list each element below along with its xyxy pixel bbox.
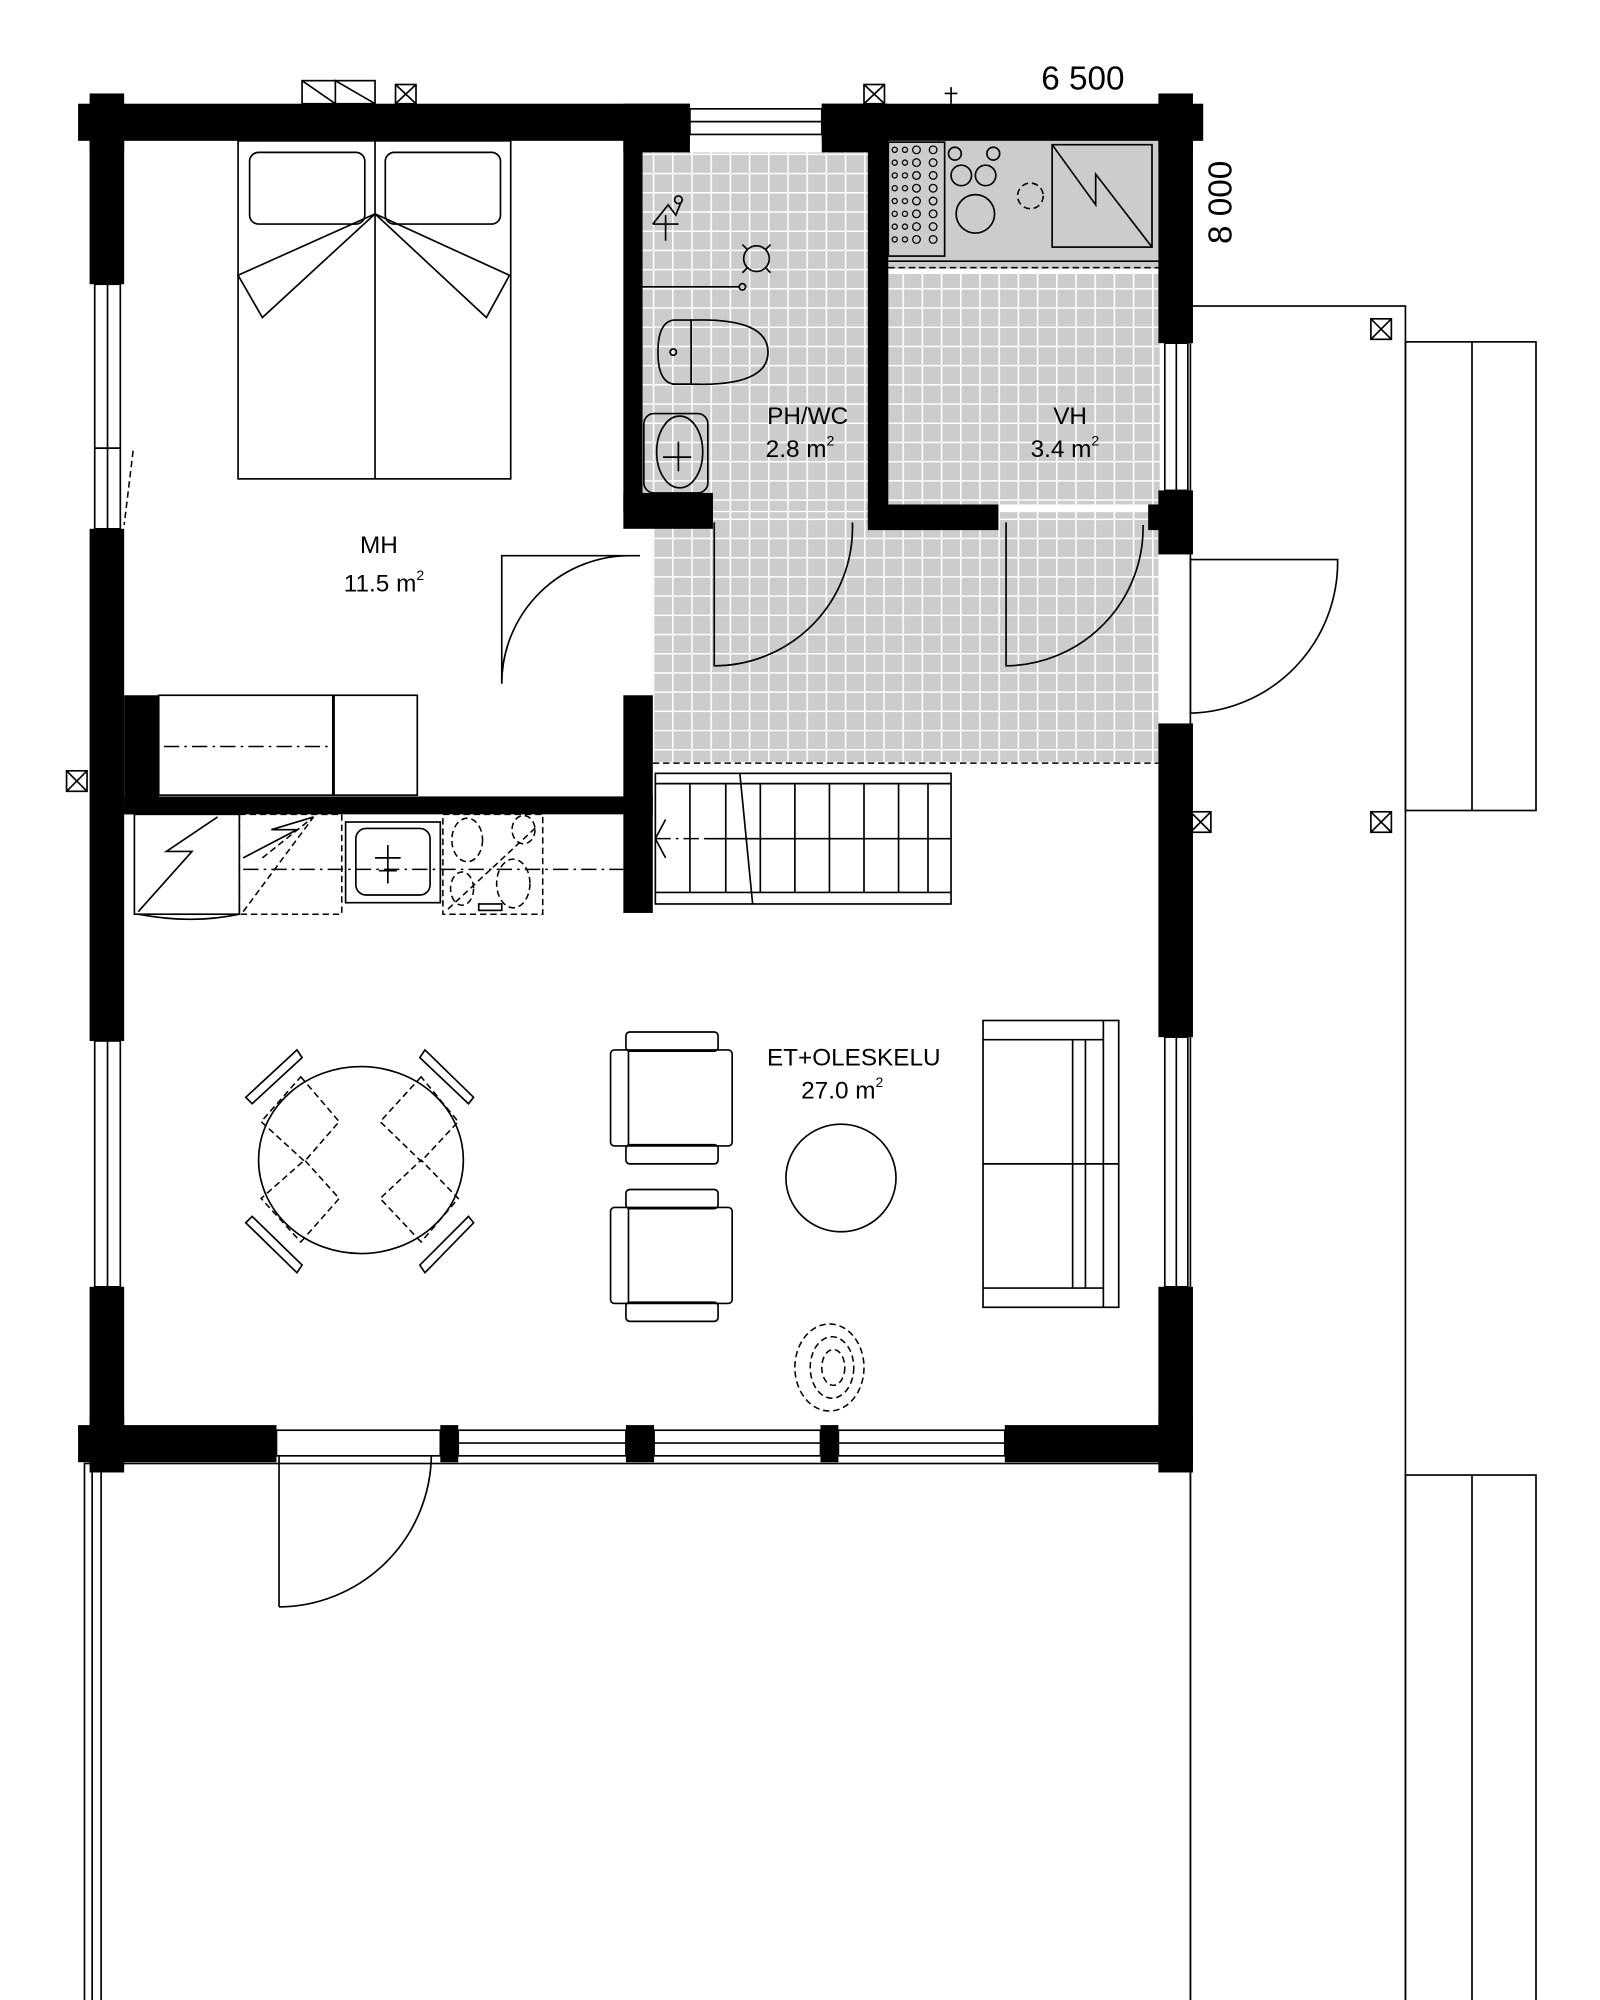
column-marker-icon bbox=[1189, 810, 1212, 834]
stove-icon bbox=[442, 813, 544, 915]
svg-text:11.5 m2: 11.5 m2 bbox=[344, 567, 425, 598]
doors bbox=[275, 522, 1339, 1608]
svg-text:27.0 m2: 27.0 m2 bbox=[801, 1074, 883, 1105]
walls bbox=[78, 93, 1204, 1473]
svg-text:MH: MH bbox=[360, 532, 398, 559]
depth-dimension: 8 000 bbox=[1202, 161, 1239, 244]
kitchen-counter bbox=[133, 813, 624, 921]
column-markers bbox=[65, 79, 1393, 834]
shower-icon bbox=[642, 195, 772, 291]
dining-table-icon bbox=[244, 1048, 475, 1275]
svg-text:ET+OLESKELU: ET+OLESKELU bbox=[767, 1044, 941, 1071]
coffee-table-icon bbox=[785, 1123, 897, 1233]
armchair-icon bbox=[609, 1188, 733, 1323]
sofa-icon bbox=[982, 1019, 1120, 1309]
svg-text:VH: VH bbox=[1053, 403, 1087, 430]
toilet-icon bbox=[657, 319, 769, 386]
column-marker-icon bbox=[65, 769, 88, 793]
svg-text:PH/WC: PH/WC bbox=[767, 403, 848, 430]
vent-icon bbox=[944, 87, 958, 104]
room-label-vh: VH 3.4 m2 bbox=[1031, 403, 1100, 463]
column-marker-icon bbox=[1370, 317, 1393, 341]
column-marker-icon bbox=[863, 83, 886, 105]
front-terrace bbox=[83, 1462, 1192, 2000]
svg-text:3.4 m2: 3.4 m2 bbox=[1031, 433, 1100, 464]
width-dimension: 6 500 bbox=[1041, 61, 1124, 98]
column-marker-icon bbox=[394, 83, 417, 105]
column-marker-icon bbox=[1370, 810, 1393, 834]
room-label-phwc: PH/WC 2.8 m2 bbox=[766, 403, 849, 463]
washbasin-icon bbox=[643, 412, 713, 515]
chimney-icon bbox=[301, 79, 376, 106]
room-label-living: ET+OLESKELU 27.0 m2 bbox=[767, 1044, 941, 1104]
right-terrace bbox=[1189, 305, 1537, 2000]
kitchen-sink-icon bbox=[344, 821, 442, 904]
staircase-icon bbox=[654, 772, 952, 905]
fridge-icon bbox=[1051, 143, 1153, 248]
water-heater-icon bbox=[947, 146, 1044, 234]
wardrobe-icon bbox=[157, 694, 419, 796]
wet-floors bbox=[642, 140, 1160, 764]
windows bbox=[93, 108, 1189, 1457]
room-label-mh: MH 11.5 m2 bbox=[344, 532, 425, 597]
laundry-icon bbox=[887, 141, 946, 257]
svg-text:2.8 m2: 2.8 m2 bbox=[766, 433, 835, 464]
fireplace-icon bbox=[794, 1323, 865, 1412]
double-bed-icon bbox=[236, 140, 512, 480]
armchair-icon bbox=[609, 1031, 733, 1165]
